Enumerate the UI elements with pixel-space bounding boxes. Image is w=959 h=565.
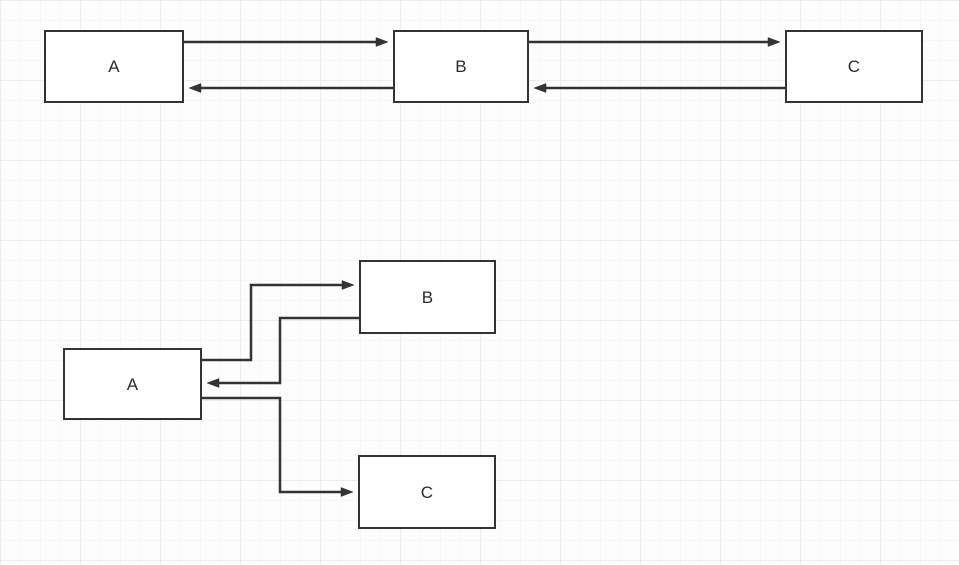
arrowhead-icon-top-a-to-b bbox=[375, 37, 389, 47]
node-top-b[interactable]: B bbox=[393, 30, 529, 103]
arrowhead-icon-bot-a-to-c bbox=[340, 487, 354, 497]
node-bot-b[interactable]: B bbox=[359, 260, 496, 334]
arrowhead-icon-top-c-to-b bbox=[533, 83, 547, 93]
node-label-top-b: B bbox=[455, 57, 467, 76]
edge-bot-a-to-c[interactable] bbox=[202, 396, 343, 494]
arrowhead-icon-bot-b-to-a bbox=[206, 378, 220, 388]
edge-group-orthogonal-tree-layout bbox=[202, 280, 359, 497]
arrowhead-icon-top-b-to-c bbox=[767, 37, 781, 47]
node-label-bot-c: C bbox=[420, 482, 434, 502]
node-bot-c[interactable]: C bbox=[358, 455, 496, 529]
node-bot-a[interactable]: A bbox=[63, 348, 202, 420]
arrowhead-icon-top-b-to-a bbox=[188, 83, 202, 93]
edge-bot-a-to-b[interactable] bbox=[202, 283, 344, 362]
node-top-a[interactable]: A bbox=[44, 30, 184, 103]
edge-bot-b-to-a[interactable] bbox=[217, 316, 359, 385]
arrowhead-icon-bot-a-to-b bbox=[341, 280, 355, 290]
node-top-c[interactable]: C bbox=[785, 30, 923, 103]
node-label-top-a: A bbox=[108, 57, 120, 76]
node-label-bot-a: A bbox=[126, 374, 139, 394]
node-label-bot-b: B bbox=[421, 287, 434, 307]
node-label-top-c: C bbox=[847, 57, 861, 76]
